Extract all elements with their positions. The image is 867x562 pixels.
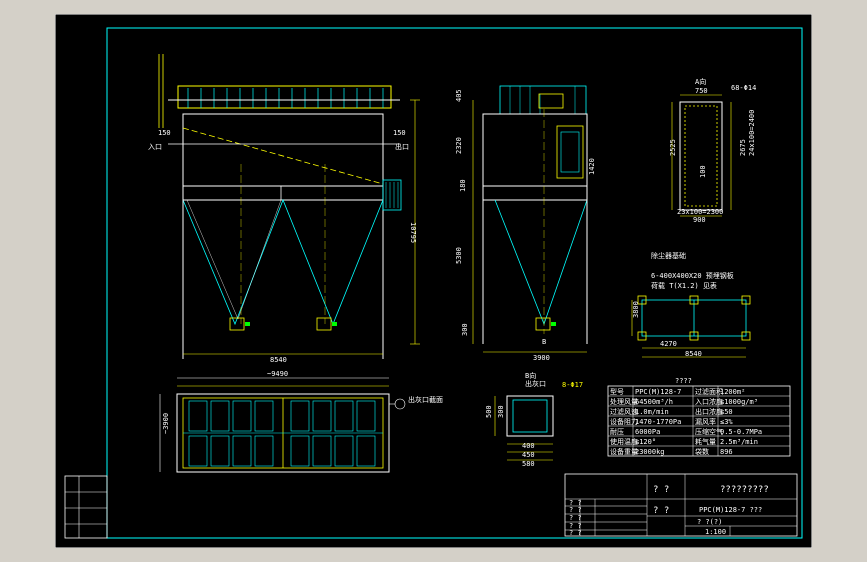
spec-cell: 出口浓度 (695, 407, 723, 416)
title-q1: ? ? (653, 485, 669, 495)
foundation-title: 除尘器基础 (651, 251, 686, 260)
rev-mark-2: ? ? (569, 506, 582, 514)
spec-cell: 0.5-0.7MPa (720, 428, 762, 436)
a-view-holes: 68-Φ14 (731, 84, 756, 92)
spec-cell: 入口浓度 (695, 397, 723, 406)
rev-mark-1: ? ? (569, 499, 582, 507)
spec-cell: 2.5m³/min (720, 438, 758, 446)
foundation-8540: 8540 (685, 350, 702, 358)
side-dim-180: 180 (459, 179, 467, 192)
side-view: 405 2320 180 5300 300 1420 3900 B (455, 85, 596, 362)
drawing-model: PPC(M)128-7 ??? (699, 506, 762, 514)
spec-cell: ≤1000g/m³ (720, 398, 758, 406)
binding-strip (64, 475, 108, 539)
detail-580: 580 (522, 460, 535, 468)
side-width: 3900 (533, 354, 550, 362)
a-view-100: 100 (699, 165, 707, 178)
a-view-bottom: 23x100=2300 (677, 208, 723, 216)
title-block: ? ? ? ? ????????? PPC(M)128-7 ??? ? ?(?)… (564, 473, 798, 537)
a-view-label: A向 (695, 77, 706, 86)
a-view-750: 750 (695, 87, 708, 95)
rev-mark-4: ? ? (569, 522, 582, 530)
drawing-sheet: 10795 8540 150 150 入口 出口 405 2320 180 53… (55, 14, 812, 548)
spec-cell: 896 (720, 448, 733, 456)
spec-cell: 处理风量 (610, 397, 638, 406)
side-dim-300: 300 (461, 323, 469, 336)
detail-500: 500 (485, 405, 493, 418)
spec-cell: 6000Pa (635, 428, 660, 436)
a-view-2525: 2525 (669, 139, 677, 156)
spec-cell: 耗气量 (695, 437, 716, 446)
cad-drawing: 10795 8540 150 150 入口 出口 405 2320 180 53… (55, 14, 812, 548)
drawing-name: ????????? (720, 485, 769, 495)
spec-cell: 设备重量 (610, 447, 638, 456)
a-view: A向 750 68-Φ14 2525 2675 24x100=2400 100 … (669, 77, 756, 224)
rev-mark-3: ? ? (569, 514, 582, 522)
foundation-3800: 3800 (632, 301, 640, 318)
spec-cell: 64500m³/h (635, 398, 673, 406)
plan-width: ~9490 (267, 370, 288, 378)
detail-holes: 8-Φ17 (562, 381, 583, 389)
scale-value: 1:100 (705, 528, 726, 536)
front-view: 10795 8540 150 150 入口 出口 (148, 54, 420, 364)
spec-cell: 压缩空气 (695, 427, 723, 436)
foundation-line1: 6-400X400X20 预埋钢板 (651, 271, 734, 280)
spec-cell: 耐压 (610, 427, 624, 436)
outlet-label: 出口 (395, 142, 409, 151)
title-q2: ? ? (653, 506, 669, 516)
foundation-plan: 除尘器基础 6-400X400X20 预埋钢板 荷载 T(X1.2) 见表 38… (631, 251, 751, 358)
spec-cell: PPC(M)128-7 (635, 388, 681, 396)
detail-300: 300 (497, 405, 505, 418)
spec-cell: 23000kg (635, 448, 665, 456)
rev-mark-5: ? ? (569, 529, 582, 537)
a-view-grid: 24x100=2400 (748, 110, 756, 156)
detail-400: 400 (522, 442, 535, 450)
spec-cell: 使用温度 (610, 437, 638, 446)
a-view-2675: 2675 (739, 139, 747, 156)
side-b-label: B (542, 338, 546, 346)
detail-subtitle: 出灰口 (525, 379, 546, 388)
a-view-900: 900 (693, 216, 706, 224)
plan-depth: ~3900 (162, 413, 170, 434)
dim-right: 150 (393, 129, 406, 137)
spec-cell: 1200m² (720, 388, 745, 396)
foundation-line2: 荷载 T(X1.2) 见表 (651, 281, 717, 290)
detail-view: B向 出灰口 8-Φ17 500 300 400 450 580 (485, 371, 583, 468)
spec-table-title: ???? (675, 377, 692, 385)
spec-cell: 1.0m/min (635, 408, 669, 416)
inlet-label: 入口 (148, 143, 162, 151)
spec-cell: 漏风率 (695, 417, 716, 426)
side-dim-1420: 1420 (588, 158, 596, 175)
spec-cell: 型号 (610, 387, 624, 396)
spec-cell: ≤3% (720, 418, 733, 426)
scale-label: ? ?(?) (697, 518, 722, 526)
inner-frame (106, 27, 803, 539)
detail-450: 450 (522, 451, 535, 459)
spec-cell: 过滤面积 (695, 387, 723, 396)
spec-cell: 过滤风速 (610, 407, 638, 416)
spec-cell: ≤50 (720, 408, 733, 416)
spec-cell: 1470-1770Pa (635, 418, 681, 426)
width-dimension: 8540 (270, 356, 287, 364)
detail-title: B向 (525, 371, 536, 380)
foundation-4270: 4270 (660, 340, 677, 348)
side-dim-405: 405 (455, 89, 463, 102)
side-dim-2320: 2320 (455, 137, 463, 154)
plan-callout: 出灰口截面 (408, 395, 443, 404)
spec-cell: 袋数 (695, 447, 709, 456)
plan-view: ~9490 ~3900 出灰口截面 (159, 370, 443, 473)
side-dim-5300: 5300 (455, 247, 463, 264)
height-dimension: 10795 (409, 222, 417, 243)
dim-left: 150 (158, 129, 171, 137)
spec-cell: ≤120° (635, 438, 656, 446)
spec-cell: 设备阻力 (610, 417, 638, 426)
